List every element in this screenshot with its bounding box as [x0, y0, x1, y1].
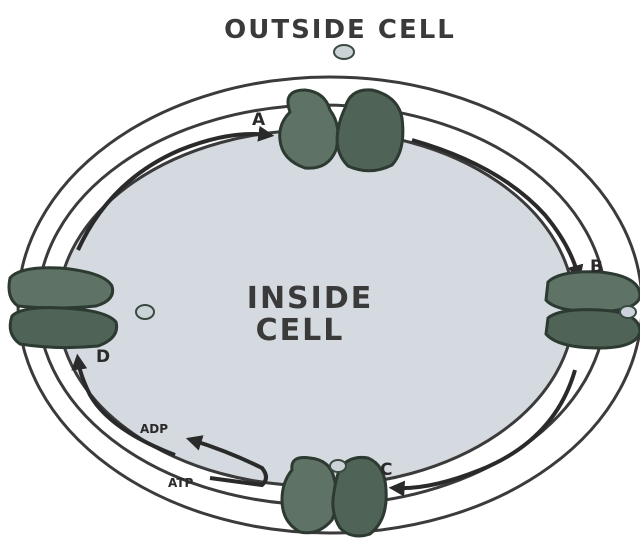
outside-cell-label: OUTSIDE CELL: [224, 15, 456, 45]
inside-cell-label: INSIDE: [247, 281, 373, 316]
step-label-d: D: [96, 347, 110, 367]
transporter-a: [280, 90, 403, 171]
ion-outside: [334, 45, 354, 59]
step-label-c: C: [380, 460, 392, 480]
step-label-b: B: [590, 257, 603, 277]
transporter-c: [282, 457, 386, 536]
atp-label: ATP: [168, 476, 194, 490]
inside-cell-label-line2: CELL: [256, 313, 345, 348]
adp-label: ADP: [140, 422, 168, 436]
step-label-a: A: [252, 110, 266, 130]
